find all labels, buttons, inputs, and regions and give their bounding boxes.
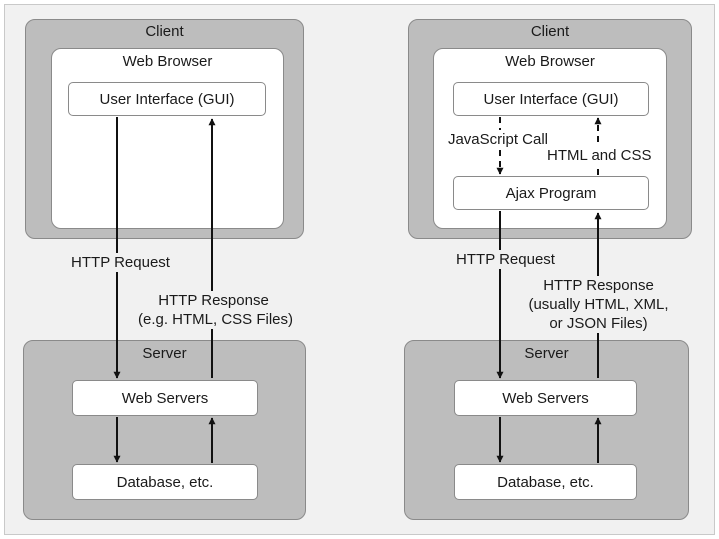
right-database-box: Database, etc. bbox=[454, 464, 637, 500]
right-response-label-1: HTTP Response bbox=[543, 276, 654, 295]
right-response-label-2: (usually HTML, XML, bbox=[527, 295, 670, 314]
left-request-label: HTTP Request bbox=[70, 253, 171, 272]
right-jscall-label: JavaScript Call bbox=[446, 130, 550, 149]
right-ajax-box: Ajax Program bbox=[453, 176, 649, 210]
left-database-box: Database, etc. bbox=[72, 464, 258, 500]
right-request-label: HTTP Request bbox=[455, 250, 556, 269]
right-gui-box: User Interface (GUI) bbox=[453, 82, 649, 116]
right-htmlcss-label: HTML and CSS bbox=[547, 146, 652, 165]
left-response-label-2: (e.g. HTML, CSS Files) bbox=[138, 310, 294, 329]
left-webservers-box: Web Servers bbox=[72, 380, 258, 416]
left-server-title: Server bbox=[142, 345, 187, 362]
left-gui-box: User Interface (GUI) bbox=[68, 82, 266, 116]
left-response-label-1: HTTP Response bbox=[158, 291, 269, 310]
right-webservers-box: Web Servers bbox=[454, 380, 637, 416]
left-browser-title: Web Browser bbox=[122, 53, 213, 70]
right-browser-title: Web Browser bbox=[505, 53, 595, 70]
left-browser-panel bbox=[51, 48, 284, 229]
right-server-title: Server bbox=[524, 345, 569, 362]
right-response-label-3: or JSON Files) bbox=[546, 314, 651, 333]
left-client-title: Client bbox=[145, 23, 184, 40]
right-client-title: Client bbox=[530, 23, 570, 40]
